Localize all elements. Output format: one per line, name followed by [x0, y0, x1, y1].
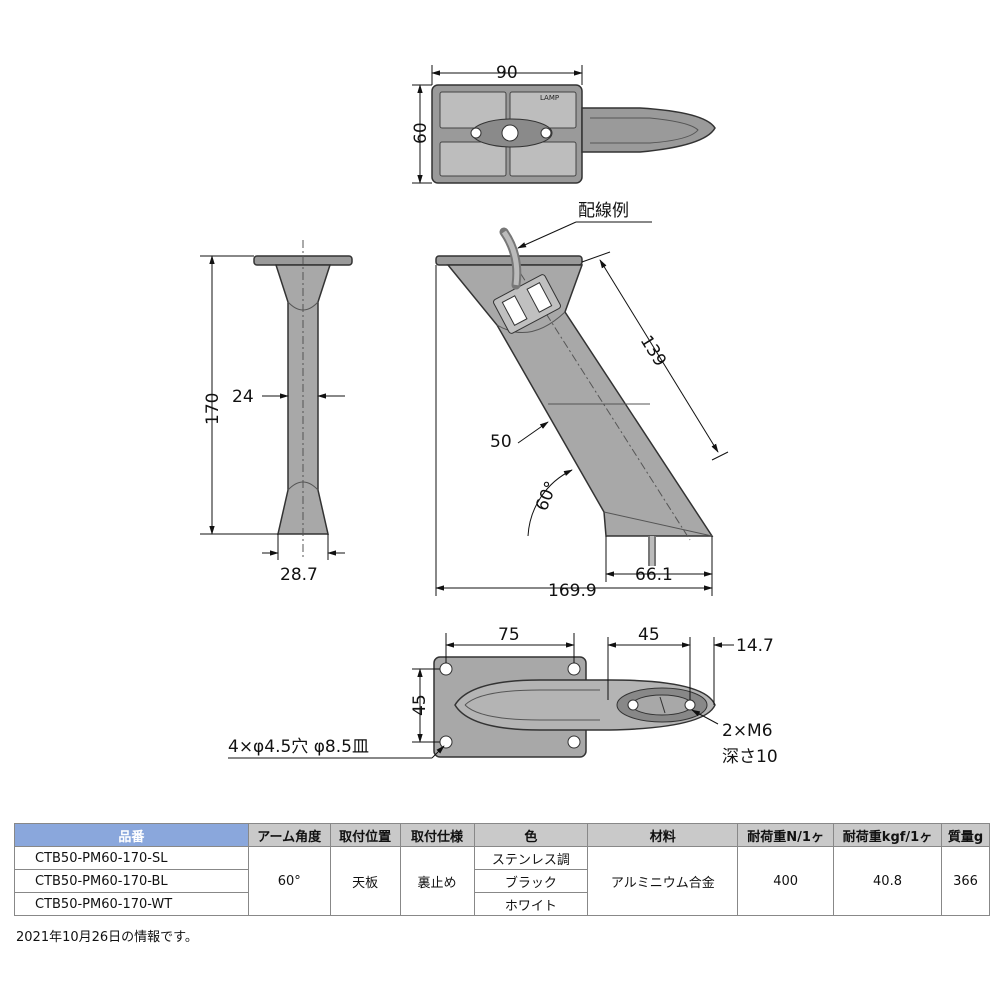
- load-n: 400: [737, 846, 835, 916]
- dim-front-height: 170: [203, 393, 223, 425]
- dim-side-foot: 66.1: [635, 565, 673, 585]
- header-load-n: 耐荷重N/1ヶ: [737, 823, 835, 847]
- dim-front-bottom: 28.7: [280, 565, 318, 585]
- mount-spec: 裏止め: [399, 846, 475, 916]
- header-mass: 質量g: [940, 823, 991, 847]
- dim-bottom-plate: 75: [498, 625, 520, 645]
- load-kgf: 40.8: [833, 846, 942, 916]
- dim-side-arm-width: 50: [490, 432, 512, 452]
- mount-hole: [439, 735, 453, 749]
- material: アルミニウム合金: [587, 846, 739, 916]
- part-number: CTB50-PM60-170-WT: [14, 892, 249, 916]
- header-color: 色: [473, 823, 589, 847]
- header-part-number: 品番: [14, 823, 249, 847]
- header-mount-spec: 取付仕様: [399, 823, 475, 847]
- dim-side-total: 169.9: [548, 581, 597, 601]
- technical-drawing: LAMP 90 60 170 24 28.7: [200, 63, 778, 767]
- dim-bottom-tip-offset: 14.7: [736, 636, 774, 656]
- mass: 366: [940, 846, 991, 916]
- dim-side-arm-length: 139: [636, 332, 670, 370]
- arm-angle: 60°: [247, 846, 331, 916]
- bottom-view: 75 45 45 14.7 4×φ4.5穴 φ8.5皿 2×M6 深さ10: [228, 625, 778, 767]
- part-number: CTB50-PM60-170-BL: [14, 869, 249, 893]
- header-mount-position: 取付位置: [329, 823, 401, 847]
- header-load-kgf: 耐荷重kgf/1ヶ: [833, 823, 942, 847]
- label-mount-holes: 4×φ4.5穴 φ8.5皿: [228, 737, 369, 757]
- dim-front-mid: 24: [232, 387, 254, 407]
- side-arm: [446, 264, 714, 537]
- dim-side-angle: 60°: [532, 478, 562, 513]
- side-top-plate: [435, 255, 583, 266]
- mount-hole: [439, 662, 453, 676]
- top-arm: [581, 107, 716, 153]
- spec-table: 品番 アーム角度 取付位置 取付仕様 色 材料 耐荷重N/1ヶ 耐荷重kgf/1…: [14, 823, 991, 916]
- brand-mark: LAMP: [540, 94, 559, 102]
- dim-top-width: 90: [496, 63, 518, 83]
- mount-hole: [567, 735, 581, 749]
- top-view: LAMP 90 60: [411, 63, 716, 184]
- label-thread-line2: 深さ10: [722, 747, 778, 767]
- info-date-note: 2021年10月26日の情報です。: [16, 930, 198, 945]
- header-arm-angle: アーム角度: [247, 823, 331, 847]
- dim-bottom-tip-spacing: 45: [638, 625, 660, 645]
- spec-header-row: 品番 アーム角度 取付位置 取付仕様 色 材料 耐荷重N/1ヶ 耐荷重kgf/1…: [14, 823, 991, 847]
- label-wiring-example: 配線例: [578, 201, 629, 221]
- color-value: ブラック: [473, 869, 589, 893]
- color-value: ステンレス調: [473, 846, 589, 870]
- label-thread-line1: 2×M6: [722, 721, 773, 741]
- front-view: 170 24 28.7: [200, 240, 353, 585]
- header-material: 材料: [587, 823, 739, 847]
- dim-bottom-hole-spacing: 45: [410, 694, 430, 716]
- side-view: 配線例 139 50 60° 66.1 169.9: [435, 201, 729, 601]
- part-number: CTB50-PM60-170-SL: [14, 846, 249, 870]
- dim-top-height: 60: [411, 122, 431, 144]
- table-row: CTB50-PM60-170-BL ブラック: [14, 869, 990, 893]
- color-value: ホワイト: [473, 892, 589, 916]
- mount-position: 天板: [329, 846, 401, 916]
- table-row: CTB50-PM60-170-WT ホワイト: [14, 892, 990, 916]
- mount-hole: [567, 662, 581, 676]
- table-row: CTB50-PM60-170-SL 60° 天板 裏止め ステンレス調 アルミニ…: [14, 846, 991, 916]
